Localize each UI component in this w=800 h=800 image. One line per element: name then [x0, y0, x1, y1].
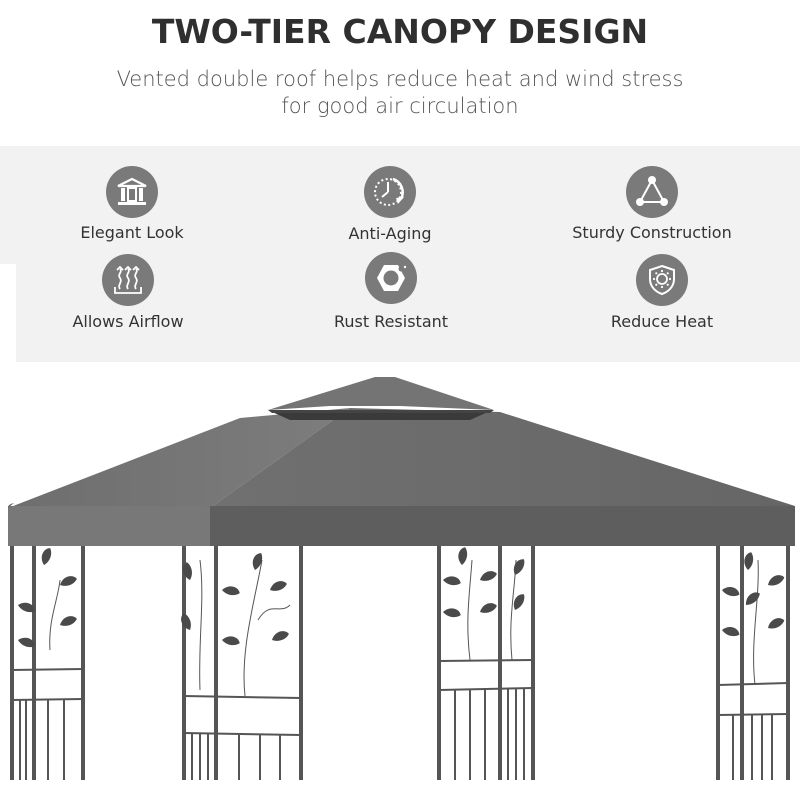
gazebo-illustration [0, 370, 800, 800]
feature-elegant-look: Elegant Look [32, 166, 232, 242]
pavilion-icon [106, 166, 158, 218]
subtitle-line-1: Vented double roof helps reduce heat and… [116, 67, 684, 91]
sun-shield-icon [636, 254, 688, 306]
feature-label: Sturdy Construction [572, 223, 732, 242]
feature-label: Elegant Look [80, 223, 184, 242]
feature-sturdy-construction: Sturdy Construction [552, 166, 752, 242]
feature-label: Anti-Aging [348, 224, 432, 243]
page-subtitle: Vented double roof helps reduce heat and… [0, 66, 800, 120]
feature-reduce-heat: Reduce Heat [562, 254, 762, 331]
feature-anti-aging: Anti-Aging [290, 166, 490, 243]
feature-rust-resistant: Rust Resistant [291, 252, 491, 331]
feature-allows-airflow: Allows Airflow [28, 254, 228, 331]
hex-nut-icon [365, 252, 417, 304]
triangle-nodes-icon [626, 166, 678, 218]
feature-label: Reduce Heat [610, 312, 714, 331]
heat-waves-icon [102, 254, 154, 306]
clock-arrow-icon [364, 166, 416, 218]
feature-label: Rust Resistant [333, 312, 449, 331]
feature-label: Allows Airflow [72, 312, 184, 331]
page-title: TWO-TIER CANOPY DESIGN [151, 12, 649, 51]
subtitle-line-2: for good air circulation [281, 94, 519, 118]
